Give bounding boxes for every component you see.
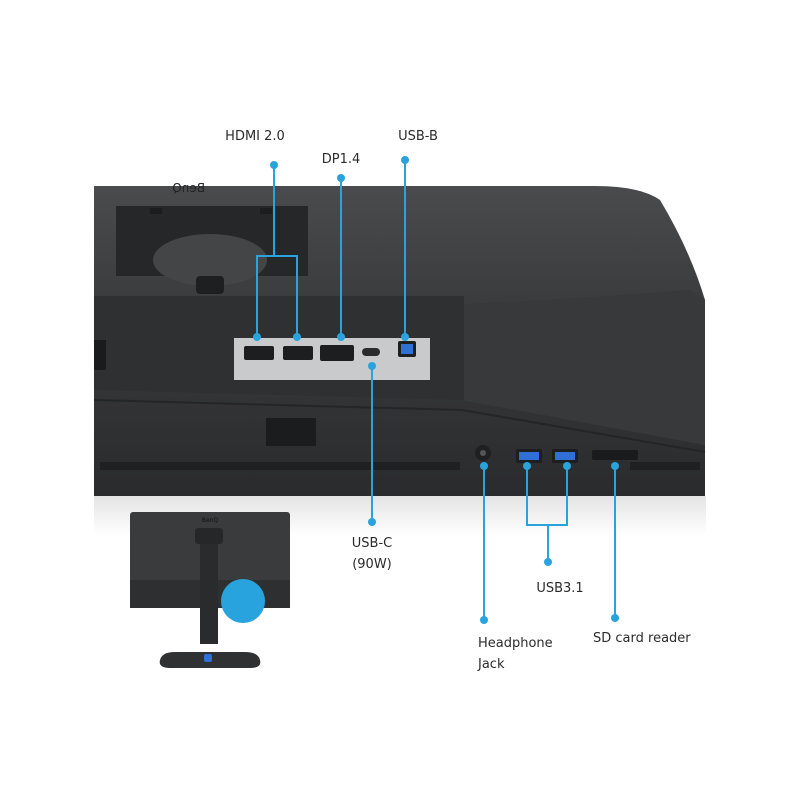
hdmi-port-1	[244, 346, 274, 360]
usb-c-label: USB-C (90W)	[351, 536, 393, 572]
vent-grille	[100, 462, 700, 470]
kensington-slot	[266, 418, 316, 446]
stand-mount-disc	[153, 234, 267, 286]
hdmi-label: HDMI 2.0	[225, 129, 285, 144]
displayport-port	[320, 345, 354, 361]
textured-panel	[440, 290, 705, 445]
hdmi-port-2	[283, 346, 313, 360]
headphone-jack-label: Headphone Jack	[478, 636, 553, 672]
usb-c-port	[362, 348, 380, 356]
usb31-label: USB3.1	[536, 581, 584, 596]
callout-lines	[256, 160, 616, 620]
svg-text:BenQ: BenQ	[202, 517, 219, 524]
callout-dots	[253, 156, 619, 624]
brand-logo: BenQ	[172, 181, 205, 195]
sd-card-slot	[592, 450, 638, 460]
monitor-thumbnail: BenQ	[130, 512, 290, 668]
sd-card-reader-label: SD card reader	[593, 631, 691, 646]
zoom-highlight-circle	[221, 579, 265, 623]
stand-latch	[196, 276, 224, 294]
usb-b-label: USB-B	[398, 129, 438, 144]
dp-label: DP1.4	[321, 152, 361, 167]
